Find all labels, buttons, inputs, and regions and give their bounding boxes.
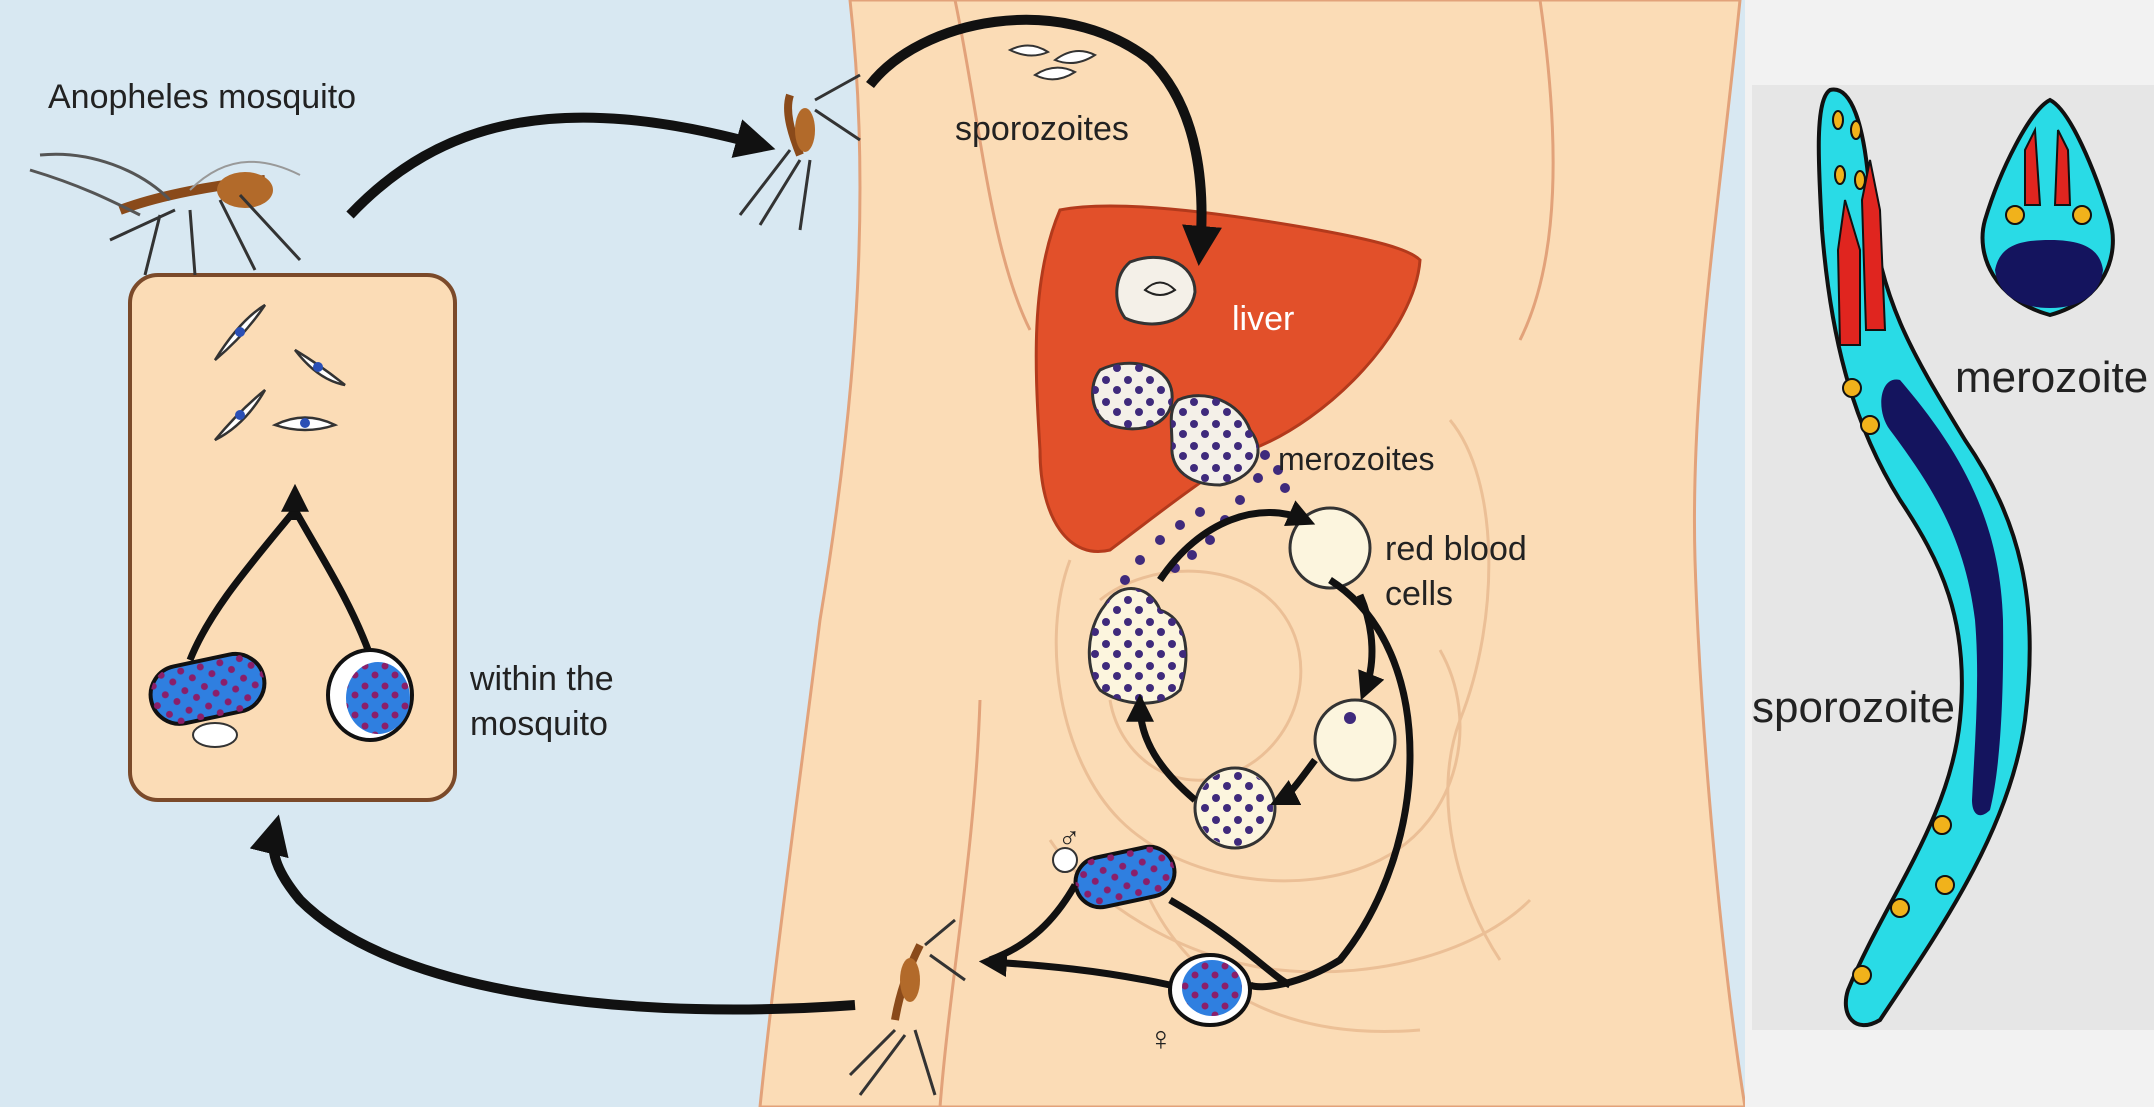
rbc-infected [1315,700,1395,780]
human-body [760,0,1745,1107]
female-symbol: ♀ [1148,1020,1174,1058]
label-merozoite: merozoite [1955,353,2148,402]
label-sporozoites: sporozoites [955,110,1129,148]
label-within-the: within the [469,660,614,698]
label-red-blood: red blood [1385,530,1527,568]
male-symbol: ♂ [1058,822,1081,855]
label-mosquito: mosquito [470,705,608,743]
label-cells: cells [1385,575,1453,613]
label-merozoites: merozoites [1278,441,1435,477]
mosquito-stage-box [130,275,455,800]
label-anopheles-mosquito: Anopheles mosquito [48,78,356,116]
label-sporozoite: sporozoite [1752,683,1955,732]
label-liver: liver [1232,300,1294,338]
